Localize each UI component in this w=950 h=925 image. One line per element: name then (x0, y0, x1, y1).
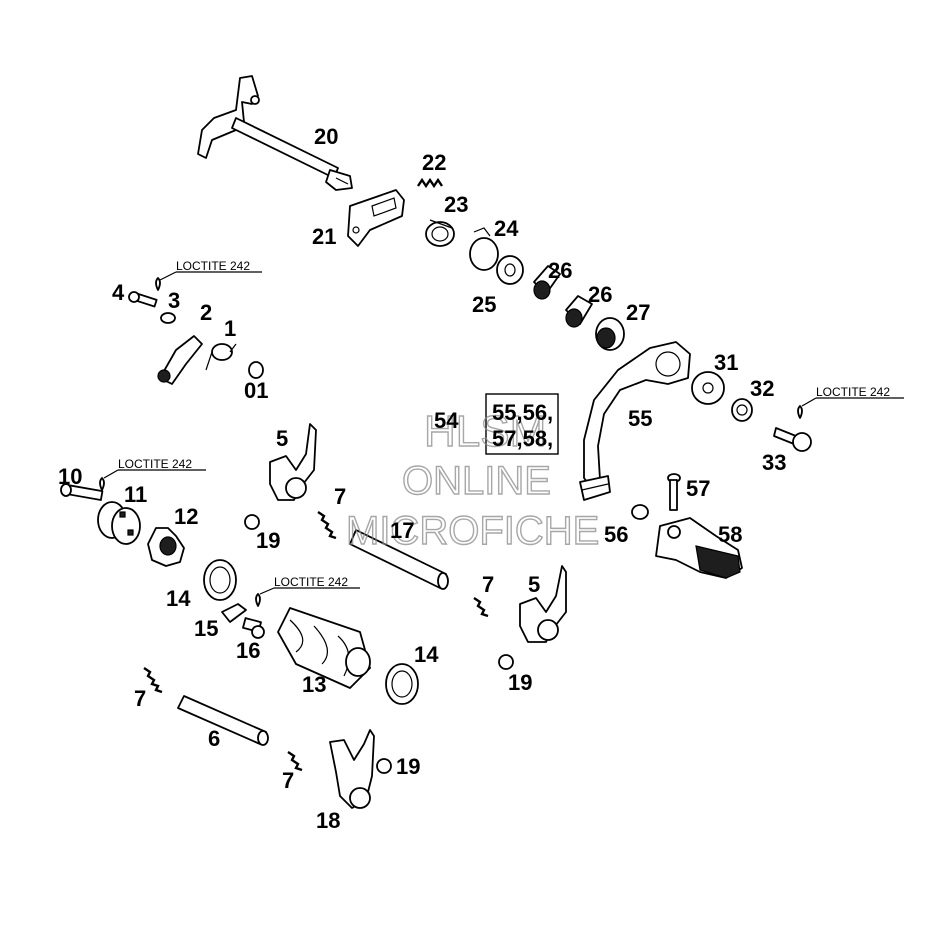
label-26a: 26 (548, 258, 572, 283)
label-33: 33 (762, 450, 786, 475)
label-18: 18 (316, 808, 340, 833)
label-27: 27 (626, 300, 650, 325)
watermark-line3: MICROFICHE (346, 509, 599, 553)
label-12: 12 (174, 504, 198, 529)
loctite-drop-4 (797, 397, 904, 419)
watermark-line1: HLSM (424, 407, 546, 456)
label-6: 6 (208, 726, 220, 751)
loctite-drop-3 (255, 587, 360, 607)
shift-fork-5a[interactable] (269, 423, 317, 501)
label-11: 11 (124, 482, 147, 507)
watermark-line2: ONLINE (402, 459, 551, 503)
label-10: 10 (58, 464, 82, 489)
label-32: 32 (750, 376, 774, 401)
group-box (485, 393, 559, 455)
roller-01[interactable] (248, 361, 264, 379)
screw-4[interactable] (128, 291, 158, 308)
roller-19b[interactable] (498, 654, 514, 670)
label-7b: 7 (482, 572, 494, 597)
label-5b: 5 (528, 572, 540, 597)
lock-washer-32[interactable] (731, 398, 753, 422)
label-7d: 7 (282, 768, 294, 793)
spring-7b[interactable] (473, 597, 489, 618)
label-23: 23 (444, 192, 468, 217)
spring-clip-23[interactable] (425, 219, 455, 247)
circlip-56[interactable] (631, 504, 649, 520)
label-7c: 7 (134, 686, 146, 711)
label-25: 25 (472, 292, 496, 317)
group-box-line2: 57,58, (492, 426, 553, 451)
label-15: 15 (194, 616, 218, 641)
shift-drum-cam-11[interactable] (97, 501, 141, 545)
lever-2[interactable] (157, 335, 203, 385)
roller-19a[interactable] (244, 514, 260, 530)
shift-rod-6[interactable] (177, 695, 269, 746)
label-19c: 19 (396, 754, 420, 779)
label-21: 21 (312, 224, 336, 249)
label-2: 2 (200, 300, 212, 325)
loctite-note-1: LOCTITE 242 (176, 259, 250, 273)
shift-fork-5b[interactable] (519, 565, 567, 643)
loctite-note-4: LOCTITE 242 (816, 385, 890, 399)
loctite-drop-1 (155, 271, 262, 291)
roller-19c[interactable] (376, 758, 392, 774)
loctite-note-2: LOCTITE 242 (118, 457, 192, 471)
loctite-drop-2 (99, 469, 206, 491)
needle-bearing-26b[interactable] (565, 295, 593, 328)
shift-plate-21[interactable] (347, 189, 405, 247)
label-01: 01 (244, 378, 268, 403)
bearing-14a[interactable] (203, 559, 237, 601)
spring-7c[interactable] (143, 667, 163, 694)
spring-7d[interactable] (287, 751, 303, 772)
label-20: 20 (314, 124, 338, 149)
washer-31[interactable] (691, 371, 725, 405)
shift-drum-13[interactable] (277, 607, 371, 689)
label-55: 55 (628, 406, 652, 431)
shift-cam-star-12[interactable] (147, 527, 185, 567)
label-24: 24 (494, 216, 519, 241)
spring-7a[interactable] (317, 511, 337, 540)
shift-lever-55[interactable] (579, 341, 691, 501)
shift-shaft-20[interactable] (197, 75, 353, 191)
seal-ring-27[interactable] (595, 317, 625, 351)
shift-fork-18[interactable] (329, 729, 375, 809)
circlip-24[interactable] (469, 227, 499, 271)
label-17: 17 (390, 518, 414, 543)
spring-22[interactable] (417, 177, 443, 189)
label-19a: 19 (256, 528, 280, 553)
shift-rod-17[interactable] (349, 529, 449, 590)
label-16: 16 (236, 638, 260, 663)
loctite-note-3: LOCTITE 242 (274, 575, 348, 589)
plate-15[interactable] (221, 603, 247, 623)
label-3: 3 (168, 288, 180, 313)
spring-1[interactable] (205, 343, 237, 371)
label-19b: 19 (508, 670, 532, 695)
washer-3[interactable] (160, 312, 176, 324)
group-box-line1: 55,56, (492, 400, 553, 425)
label-26b: 26 (588, 282, 612, 307)
label-5a: 5 (276, 426, 288, 451)
shift-pedal-tip-58[interactable] (655, 517, 743, 579)
label-14b: 14 (414, 642, 439, 667)
washer-25[interactable] (496, 255, 524, 285)
label-54: 54 (434, 408, 459, 433)
label-58: 58 (718, 522, 742, 547)
label-22: 22 (422, 150, 446, 175)
needle-bearing-26a[interactable] (533, 265, 561, 300)
label-13: 13 (302, 672, 326, 697)
label-14a: 14 (166, 586, 191, 611)
pin-57[interactable] (667, 473, 681, 511)
bolt-16[interactable] (242, 617, 265, 639)
label-7a: 7 (334, 484, 346, 509)
bolt-10[interactable] (60, 483, 104, 501)
label-1: 1 (224, 316, 236, 341)
bolt-33[interactable] (773, 427, 812, 452)
label-56: 56 (604, 522, 628, 547)
bearing-14b[interactable] (385, 663, 419, 705)
label-57: 57 (686, 476, 710, 501)
label-31: 31 (714, 350, 738, 375)
label-4: 4 (112, 280, 125, 305)
